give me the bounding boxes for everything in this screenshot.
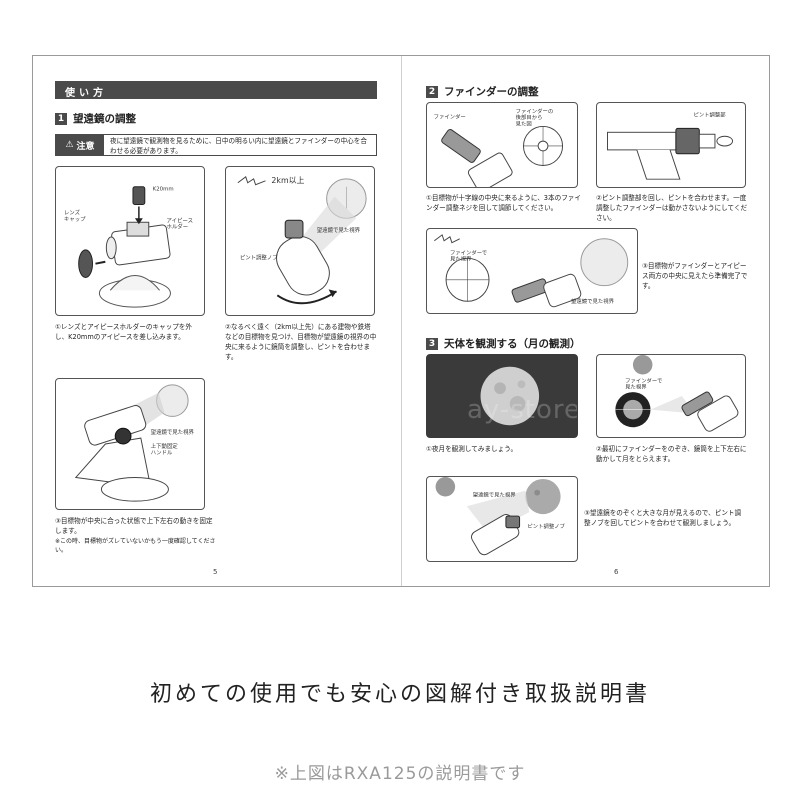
page-gutter bbox=[401, 56, 402, 586]
finder-moon-illustration: ファインダーで見た視界 bbox=[615, 355, 739, 432]
finder-rear-view-label: ファインダーの後部目から見た図 bbox=[516, 107, 554, 128]
figure-eyepiece-insert: K20mm レンズキャップ アイピースホルダー bbox=[55, 166, 205, 316]
figure-8-caption: ②最初にファインダーをのぞき、鏡筒を上下左右に動かして月をとらえます。 bbox=[596, 445, 747, 463]
finder-label: ファインダー bbox=[434, 113, 466, 121]
shop-watermark: ay-store. bbox=[467, 395, 578, 425]
section-number: 1 bbox=[55, 112, 67, 125]
figure-finder-focus: ピント調整部 bbox=[596, 102, 746, 188]
caution-box: ⚠ 注意 夜に望遠鏡で観測物を見るために、日中の明るい内に望遠鏡とファインダーの… bbox=[55, 134, 377, 156]
howto-header: 使い方 bbox=[55, 81, 377, 99]
telescope-aim-illustration: 2km以上 望遠鏡で見た視界 ピント調整ノブ bbox=[237, 176, 367, 305]
scope-view-label: 望遠鏡で見た視界 bbox=[317, 226, 361, 234]
lens-cap-label: レンズキャップ bbox=[64, 208, 86, 222]
page-number-left: 5 bbox=[213, 568, 218, 576]
telescope-lock-illustration: 望遠鏡で見た視界 上下動固定ハンドル bbox=[74, 384, 195, 502]
manual-spread: 使い方 1 望遠鏡の調整 ⚠ 注意 夜に望遠鏡で観測物を見るために、日中の明るい… bbox=[32, 55, 770, 587]
product-tagline: 初めての使用でも安心の図解付き取扱説明書 bbox=[149, 682, 650, 707]
figure-1-caption: ①レンズとアイピースホルダーのキャップを外し、K20mmのアイピースを差し込みま… bbox=[55, 323, 192, 341]
figure-7-caption: ①夜月を観測してみましょう。 bbox=[426, 445, 518, 453]
scope-moon-illustration: 望遠鏡で見た視界 ピント調整ノブ bbox=[435, 477, 566, 556]
focus-knob-label: ピント調整ノブ bbox=[240, 254, 278, 262]
eyepiece-label: K20mm bbox=[153, 187, 174, 193]
figure-2-caption: ②なるべく遠く（2km以上先）にある建物や鉄塔などの目標物を見つけ、目標物が望遠… bbox=[225, 323, 377, 361]
figure-6-caption: ③目標物がファインダーとアイピース両方の中央に見えたら準備完了です。 bbox=[642, 262, 748, 290]
figure-alignment-done: ファインダーで見た視界 望遠鏡で見た視界 bbox=[426, 228, 638, 314]
caution-label: ⚠ 注意 bbox=[56, 135, 104, 155]
figure-9-caption: ③望遠鏡をのぞくと大きな月が見えるので、ピント調整ノブを回してピントを合わせて観… bbox=[584, 509, 742, 527]
alignment-illustration: ファインダーで見た視界 望遠鏡で見た視界 bbox=[434, 234, 629, 308]
focus-knob-label-2: ピント調整ノブ bbox=[527, 522, 565, 530]
section-title: 望遠鏡の調整 bbox=[73, 113, 136, 125]
section-title: 天体を観測する（月の観測） bbox=[444, 338, 581, 350]
telescope-eyepiece-illustration: K20mm レンズキャップ アイピースホルダー bbox=[64, 186, 194, 308]
finder-view-label: ファインダーで見た視界 bbox=[450, 248, 487, 262]
manual-page-right: 2 ファインダーの調整 ファインダー ファインダーの後部目から見た図 ①目標物が… bbox=[402, 56, 770, 586]
figure-4-caption: ①目標物が十字線の中央に来るように、3本のファインダー調整ネジを回して調節してく… bbox=[426, 194, 581, 212]
focus-part-label: ピント調整部 bbox=[693, 111, 726, 119]
figure-3-caption: ③目標物が中央に合った状態で上下左右の動きを固定します。 bbox=[55, 517, 213, 535]
section-2-heading: 2 ファインダーの調整 bbox=[426, 84, 539, 99]
scope-view-label-4: 望遠鏡で見た視界 bbox=[473, 491, 517, 499]
finder-adjust-illustration: ファインダー ファインダーの後部目から見た図 bbox=[434, 107, 564, 187]
figure-5-caption: ②ピント調整部を回し、ピントを合わせます。一度調整したファインダーは動かさないよ… bbox=[596, 194, 748, 222]
manual-page-left: 使い方 1 望遠鏡の調整 ⚠ 注意 夜に望遠鏡で観測物を見るために、日中の明るい… bbox=[33, 56, 401, 586]
scope-view-label-2: 望遠鏡で見た視界 bbox=[151, 428, 195, 436]
scope-view-label-3: 望遠鏡で見た視界 bbox=[571, 297, 615, 305]
figure-lock-movement: 望遠鏡で見た視界 上下動固定ハンドル bbox=[55, 378, 205, 510]
section-3-heading: 3 天体を観測する（月の観測） bbox=[426, 336, 581, 351]
eyepiece-holder-label: アイピースホルダー bbox=[167, 217, 194, 230]
page-number-right: 6 bbox=[614, 568, 619, 576]
finder-view-label-2: ファインダーで見た視界 bbox=[625, 376, 662, 390]
figure-3-note: ※この時、目標物がズレていないかもう一度確認してください。 bbox=[55, 538, 216, 554]
lock-handle-label: 上下動固定ハンドル bbox=[151, 442, 179, 456]
figure-finder-crosshair: ファインダー ファインダーの後部目から見た図 bbox=[426, 102, 578, 188]
manual-footnote: ※上図はRXA125の説明書です bbox=[274, 764, 526, 784]
caution-text: 夜に望遠鏡で観測物を見るために、日中の明るい内に望遠鏡とファインダーの中心を合わ… bbox=[110, 137, 367, 155]
section-title: ファインダーの調整 bbox=[444, 86, 539, 98]
figure-night-moon: ay-store. bbox=[426, 354, 578, 438]
moon-photo bbox=[427, 355, 577, 437]
figure-aim-target: 2km以上 望遠鏡で見た視界 ピント調整ノブ bbox=[225, 166, 375, 316]
figure-finder-moon: ファインダーで見た視界 bbox=[596, 354, 746, 438]
section-number: 2 bbox=[426, 85, 438, 98]
section-1-heading: 1 望遠鏡の調整 bbox=[55, 111, 136, 126]
section-number: 3 bbox=[426, 337, 438, 350]
finder-focus-illustration: ピント調整部 bbox=[607, 111, 734, 180]
figure-scope-moon: 望遠鏡で見た視界 ピント調整ノブ bbox=[426, 476, 578, 562]
warning-icon: ⚠ bbox=[65, 140, 74, 150]
distance-label: 2km以上 bbox=[271, 176, 304, 185]
